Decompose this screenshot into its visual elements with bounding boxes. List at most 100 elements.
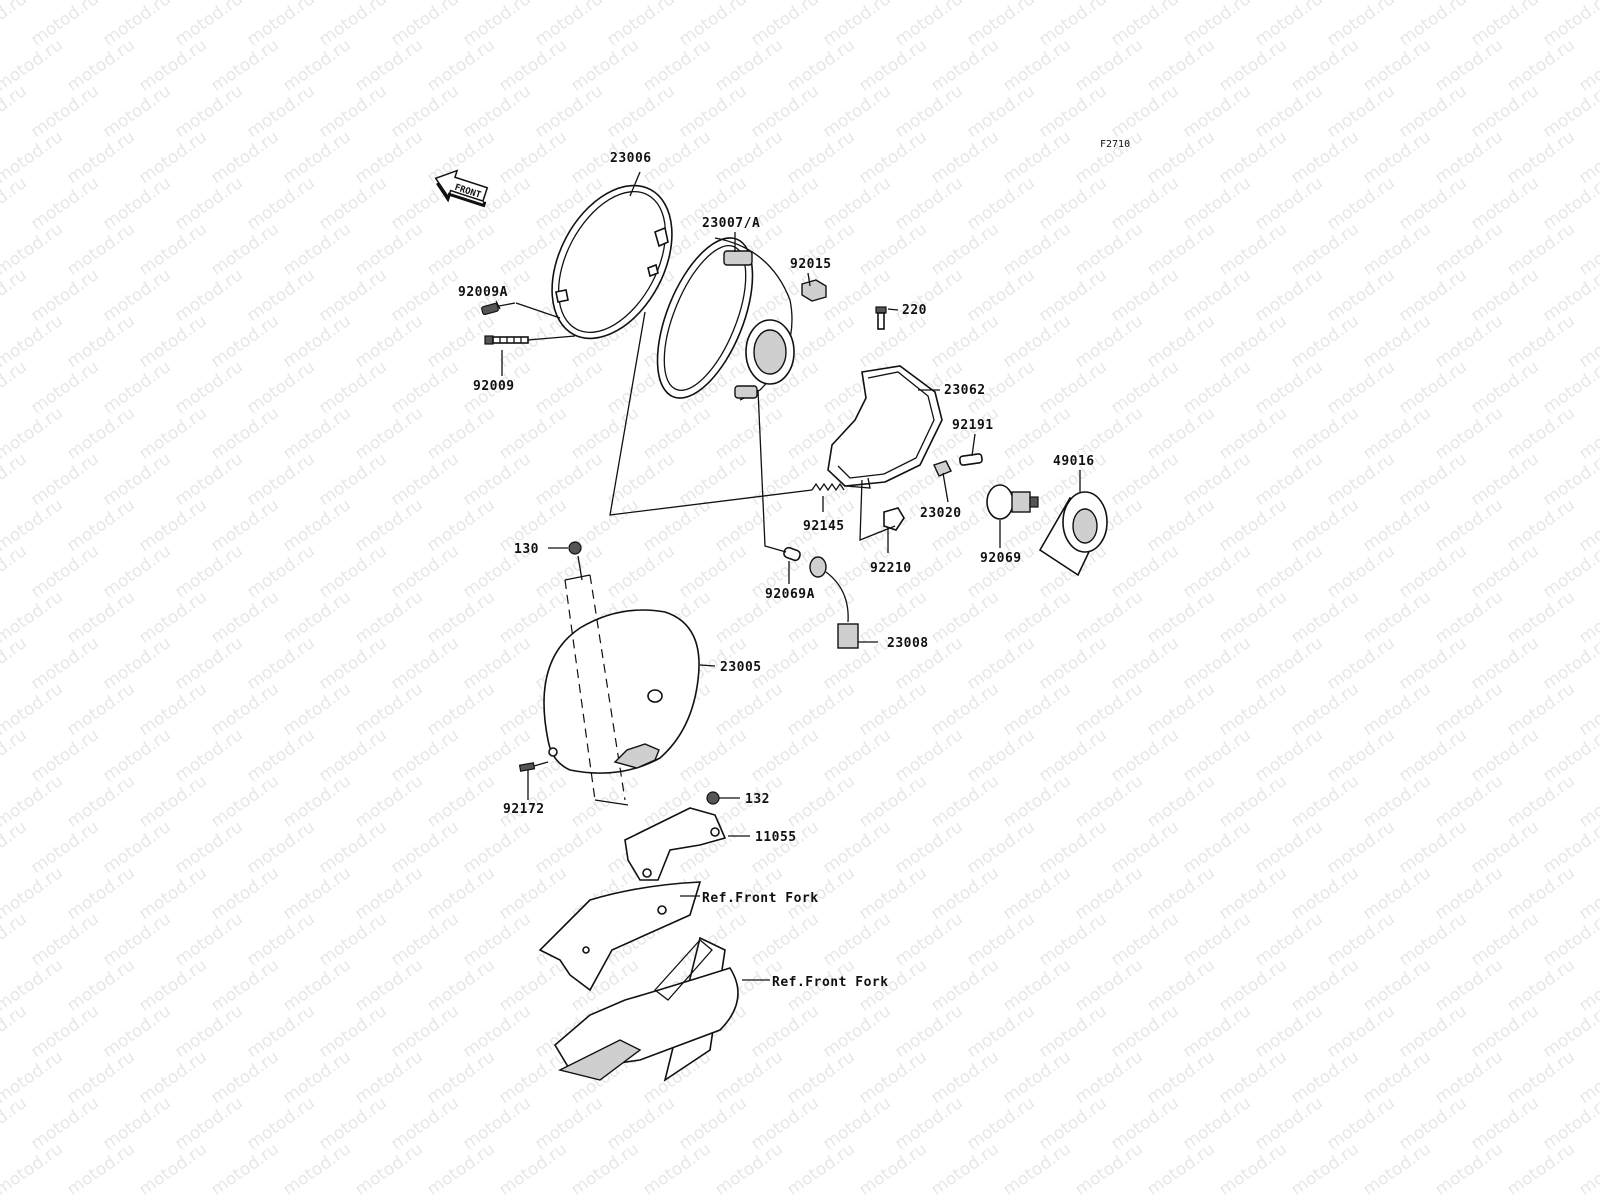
watermark-text: motod.ru bbox=[459, 1001, 534, 1062]
watermark-text: motod.ru bbox=[531, 81, 606, 142]
watermark-text: motod.ru bbox=[1107, 909, 1182, 970]
label-11055: 11055 bbox=[755, 830, 797, 845]
watermark-text: motod.ru bbox=[207, 679, 282, 740]
watermark-text: motod.ru bbox=[1143, 219, 1218, 280]
watermark-text: motod.ru bbox=[423, 35, 498, 96]
watermark-text: motod.ru bbox=[1251, 1001, 1326, 1062]
watermark-text: motod.ru bbox=[1467, 1093, 1542, 1154]
watermark-text: motod.ru bbox=[1251, 81, 1326, 142]
watermark-text: motod.ru bbox=[315, 0, 390, 50]
watermark-text: motod.ru bbox=[747, 1001, 822, 1062]
watermark-text: motod.ru bbox=[27, 725, 102, 786]
watermark-text: motod.ru bbox=[963, 81, 1038, 142]
watermark-text: motod.ru bbox=[711, 495, 786, 556]
watermark-text: motod.ru bbox=[243, 265, 318, 326]
watermark-text: motod.ru bbox=[927, 127, 1002, 188]
watermark-text: motod.ru bbox=[1179, 633, 1254, 694]
watermark-text: motod.ru bbox=[1323, 449, 1398, 510]
watermark-text: motod.ru bbox=[1179, 357, 1254, 418]
watermark-text: motod.ru bbox=[1251, 725, 1326, 786]
watermark-text: motod.ru bbox=[387, 0, 462, 50]
watermark-text: motod.ru bbox=[387, 449, 462, 510]
watermark-text: motod.ru bbox=[1107, 1001, 1182, 1062]
watermark-text: motod.ru bbox=[711, 127, 786, 188]
watermark-text: motod.ru bbox=[243, 817, 318, 878]
watermark-text: motod.ru bbox=[1467, 449, 1542, 510]
watermark-text: motod.ru bbox=[0, 725, 31, 786]
watermark-text: motod.ru bbox=[135, 679, 210, 740]
watermark-text: motod.ru bbox=[1503, 863, 1578, 924]
watermark-text: motod.ru bbox=[1431, 35, 1506, 96]
watermark-text: motod.ru bbox=[135, 311, 210, 372]
watermark-text: motod.ru bbox=[567, 403, 642, 464]
watermark-text: motod.ru bbox=[351, 219, 426, 280]
watermark-text: motod.ru bbox=[171, 633, 246, 694]
label-92145: 92145 bbox=[803, 519, 845, 534]
watermark-text: motod.ru bbox=[1215, 127, 1290, 188]
watermark-text: motod.ru bbox=[891, 81, 966, 142]
watermark-text: motod.ru bbox=[1179, 1001, 1254, 1062]
bracket-11055 bbox=[624, 807, 727, 881]
watermark-text: motod.ru bbox=[207, 311, 282, 372]
watermark-text: motod.ru bbox=[27, 0, 102, 50]
watermark-text: motod.ru bbox=[495, 127, 570, 188]
watermark-text: motod.ru bbox=[27, 81, 102, 142]
watermark-text: motod.ru bbox=[63, 1139, 138, 1200]
label-23062: 23062 bbox=[944, 383, 986, 398]
watermark-text: motod.ru bbox=[459, 1093, 534, 1154]
watermark-text: motod.ru bbox=[891, 725, 966, 786]
watermark-text: motod.ru bbox=[495, 35, 570, 96]
watermark-text: motod.ru bbox=[1287, 1139, 1362, 1200]
watermark-text: motod.ru bbox=[99, 1093, 174, 1154]
watermark-text: motod.ru bbox=[999, 219, 1074, 280]
watermark-text: motod.ru bbox=[999, 311, 1074, 372]
screw-220 bbox=[875, 306, 887, 330]
watermark-text: motod.ru bbox=[855, 1047, 930, 1108]
watermark-text: motod.ru bbox=[639, 1139, 714, 1200]
watermark-text: motod.ru bbox=[1287, 311, 1362, 372]
watermark-text: motod.ru bbox=[99, 541, 174, 602]
watermark-text: motod.ru bbox=[1395, 633, 1470, 694]
watermark-text: motod.ru bbox=[1395, 1093, 1470, 1154]
watermark-text: motod.ru bbox=[279, 1047, 354, 1108]
watermark-text: motod.ru bbox=[171, 817, 246, 878]
shell-lower-edge bbox=[594, 799, 629, 806]
watermark-text: motod.ru bbox=[999, 127, 1074, 188]
watermark-text: motod.ru bbox=[927, 1139, 1002, 1200]
watermark-text: motod.ru bbox=[1107, 633, 1182, 694]
watermark-text: motod.ru bbox=[1179, 725, 1254, 786]
watermark-text: motod.ru bbox=[99, 0, 174, 50]
watermark-text: motod.ru bbox=[1035, 265, 1110, 326]
label-ref-front-fork-2: Ref.Front Fork bbox=[772, 975, 889, 990]
watermark-text: motod.ru bbox=[1431, 1047, 1506, 1108]
watermark-text: motod.ru bbox=[1035, 1093, 1110, 1154]
watermark-text: motod.ru bbox=[1467, 0, 1542, 50]
watermark-text: motod.ru bbox=[1071, 127, 1146, 188]
watermark-text: motod.ru bbox=[0, 357, 31, 418]
watermark-text: motod.ru bbox=[819, 1001, 894, 1062]
watermark-text: motod.ru bbox=[279, 771, 354, 832]
watermark-text: motod.ru bbox=[1107, 81, 1182, 142]
watermark-text: motod.ru bbox=[963, 817, 1038, 878]
watermark-text: motod.ru bbox=[279, 955, 354, 1016]
watermark-text: motod.ru bbox=[603, 449, 678, 510]
watermark-text: motod.ru bbox=[495, 1139, 570, 1200]
watermark-text: motod.ru bbox=[927, 771, 1002, 832]
watermark-text: motod.ru bbox=[423, 495, 498, 556]
watermark-text: motod.ru bbox=[135, 127, 210, 188]
label-92069A: 92069A bbox=[765, 587, 815, 602]
watermark-text: motod.ru bbox=[0, 0, 31, 50]
watermark-text: motod.ru bbox=[747, 725, 822, 786]
socket-23008 bbox=[809, 556, 859, 649]
watermark-text: motod.ru bbox=[207, 587, 282, 648]
watermark-text: motod.ru bbox=[927, 1047, 1002, 1108]
watermark-text: motod.ru bbox=[963, 633, 1038, 694]
watermark-text: motod.ru bbox=[315, 633, 390, 694]
watermark-text: motod.ru bbox=[855, 679, 930, 740]
watermark-text: motod.ru bbox=[0, 173, 31, 234]
watermark-text: motod.ru bbox=[783, 679, 858, 740]
watermark-text: motod.ru bbox=[351, 35, 426, 96]
watermark-text: motod.ru bbox=[63, 35, 138, 96]
watermark-text: motod.ru bbox=[711, 1139, 786, 1200]
watermark-text: motod.ru bbox=[819, 909, 894, 970]
